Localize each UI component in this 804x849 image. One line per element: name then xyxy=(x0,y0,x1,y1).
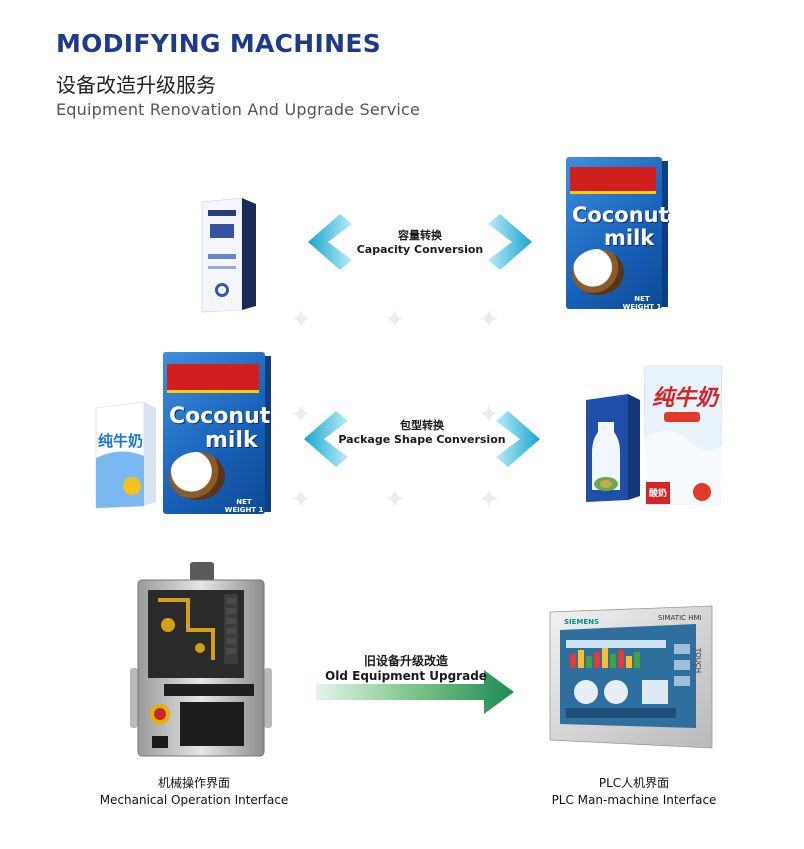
small-milk-carton-image xyxy=(196,196,262,314)
watermark-logo: ✦ xyxy=(478,400,500,430)
plc-interface-caption: PLC人机界面 PLC Man-machine Interface xyxy=(524,775,744,809)
watermark-logo: ✦ xyxy=(290,400,312,430)
coconut-milk-text: milk xyxy=(604,226,655,250)
plc-caption-en: PLC Man-machine Interface xyxy=(551,793,717,807)
mechanical-caption-cn: 机械操作界面 xyxy=(157,776,230,790)
package-shape-conversion-arrows xyxy=(296,407,548,471)
upgrade-label-en: Old Equipment Upgrade xyxy=(325,669,487,683)
upgrade-label: 旧设备升级改造 Old Equipment Upgrade xyxy=(316,652,496,683)
coconut-weight-text: NET WEIGHT 1 LITRE xyxy=(224,498,264,522)
watermark-logo: ✦ xyxy=(290,305,312,335)
mechanical-control-panel-image xyxy=(128,560,274,760)
plc-caption-cn: PLC人机界面 xyxy=(598,776,670,790)
coconut-milk-carton-image: Coconut milk NET WEIGHT 1 LITRE xyxy=(163,352,271,522)
plc-touch-text: TOUCH xyxy=(694,648,702,674)
mechanical-caption-en: Mechanical Operation Interface xyxy=(99,793,289,807)
watermark-logo: ✦ xyxy=(478,485,500,515)
capacity-label-en: Capacity Conversion xyxy=(356,243,484,256)
milk-box-brand-text: 纯牛奶 xyxy=(98,432,144,450)
watermark-logo: ✦ xyxy=(384,485,406,515)
pillow-pack-flavor-text: 酸奶 xyxy=(649,489,668,499)
capacity-conversion-label: 容量转换 Capacity Conversion xyxy=(340,227,500,256)
upgrade-label-cn: 旧设备升级改造 xyxy=(363,654,448,668)
subtitle-chinese: 设备改造升级服务 xyxy=(56,73,216,97)
coconut-brand-text: Coconut xyxy=(572,203,669,227)
plc-hmi-panel-image: SIEMENS SIMATIC HMI TOUCH xyxy=(546,604,716,750)
watermark-logo: ✦ xyxy=(290,485,312,515)
shape-label-en: Package Shape Conversion xyxy=(338,433,506,446)
coconut-weight-text: NET WEIGHT 1 LITRE xyxy=(622,295,662,319)
coconut-milk-carton-image: Coconut milk NET WEIGHT 1 LITRE xyxy=(566,157,669,319)
shape-label-cn: 包型转换 xyxy=(400,419,444,432)
coconut-milk-text: milk xyxy=(205,428,258,453)
mechanical-interface-caption: 机械操作界面 Mechanical Operation Interface xyxy=(84,775,304,809)
package-shape-conversion-label: 包型转换 Package Shape Conversion xyxy=(332,417,512,446)
plc-model-text: SIMATIC HMI xyxy=(658,614,702,622)
page-title: MODIFYING MACHINES xyxy=(56,29,382,58)
pillow-pack-image: 纯牛奶 酸奶 xyxy=(640,362,726,508)
subtitle-english: Equipment Renovation And Upgrade Service xyxy=(56,100,421,119)
plc-brand-text: SIEMENS xyxy=(564,618,600,626)
coconut-brand-text: Coconut xyxy=(169,404,271,429)
watermark-logo: ✦ xyxy=(384,305,406,335)
capacity-conversion-arrows xyxy=(300,210,540,274)
watermark-logo: ✦ xyxy=(478,305,500,335)
yogurt-brick-pack-image xyxy=(584,392,642,504)
upgrade-arrow xyxy=(316,666,516,716)
pillow-pack-brand-text: 纯牛奶 xyxy=(652,386,719,411)
milk-box-image: 纯牛奶 xyxy=(92,398,160,510)
capacity-label-cn: 容量转换 xyxy=(398,229,442,242)
